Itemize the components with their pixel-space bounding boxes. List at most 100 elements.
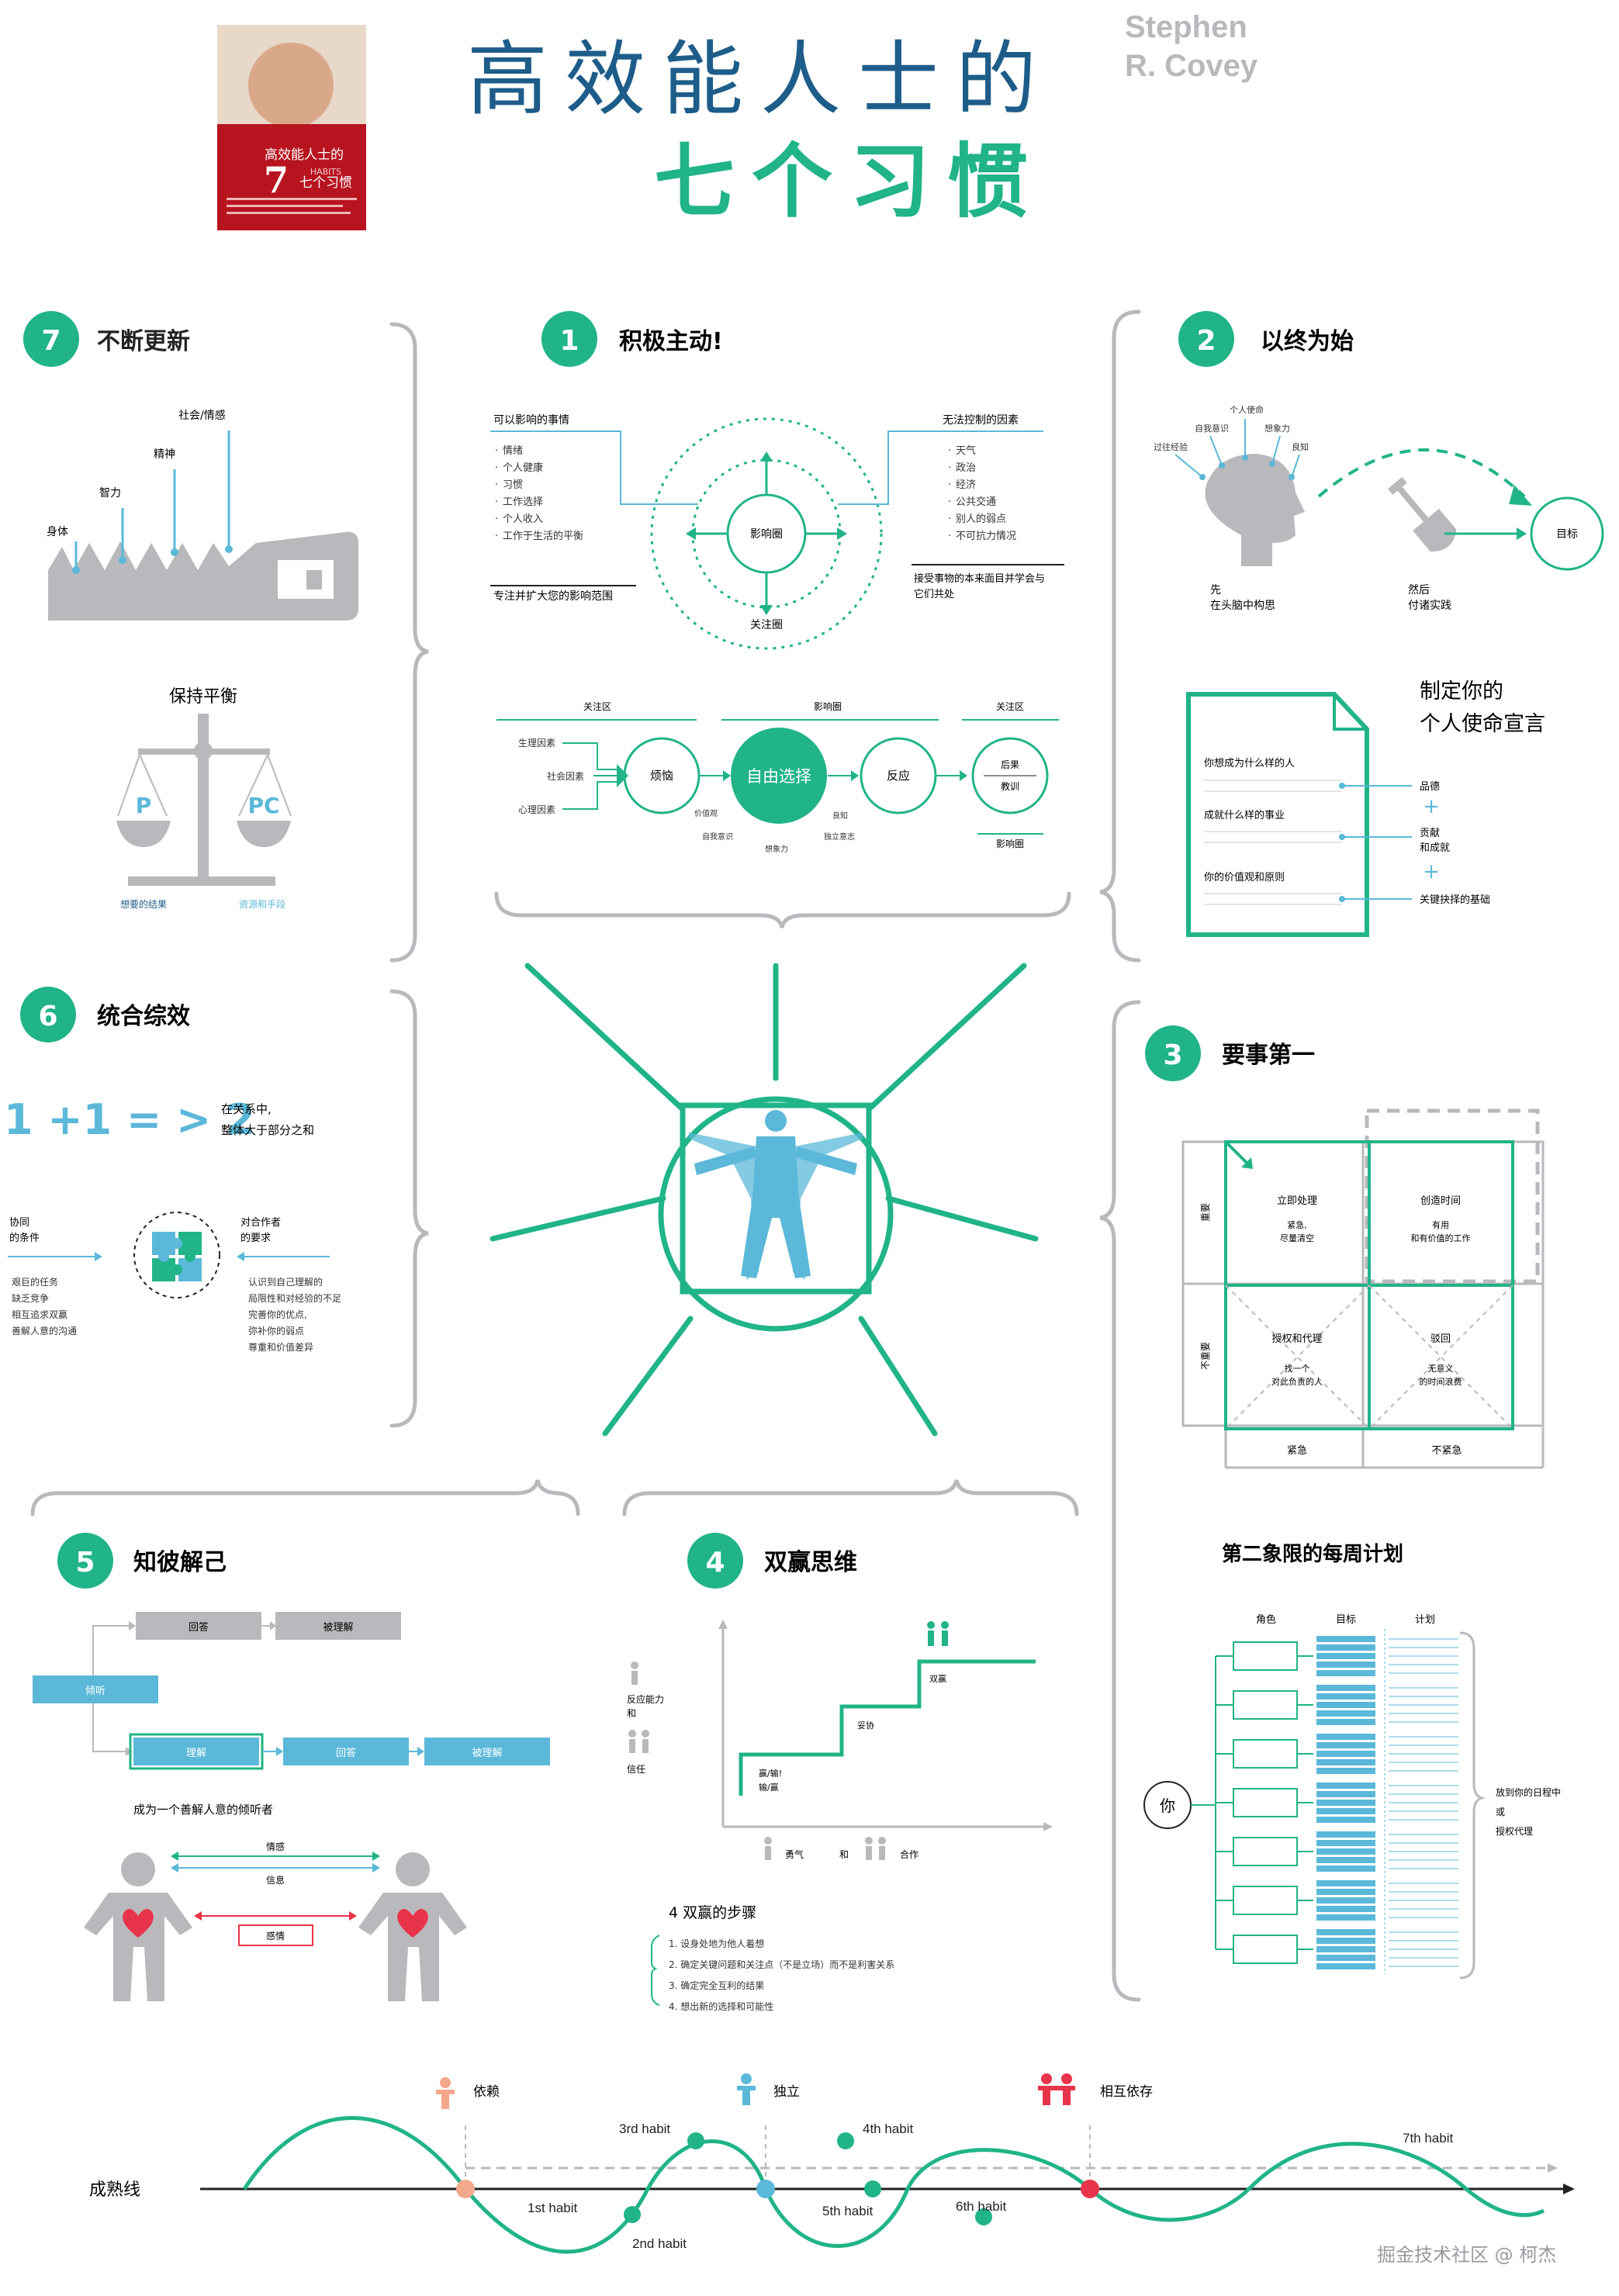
head-label: 自我意识 bbox=[1195, 423, 1229, 434]
answer-box-2: 回答 bbox=[336, 1747, 356, 1759]
plan-goal-bar bbox=[1316, 1808, 1375, 1814]
habit-2-badge bbox=[1178, 311, 1234, 367]
col-label-urgent: 紧急 bbox=[1287, 1445, 1307, 1457]
req-item: 局限性和对经验的不足 bbox=[248, 1292, 341, 1304]
habit-5-title: 知彼解己 bbox=[133, 1549, 227, 1576]
plus-icon: + bbox=[1423, 795, 1440, 818]
plan-goal-bar bbox=[1316, 1897, 1375, 1904]
book-title-b: 七个习惯 bbox=[299, 175, 352, 191]
plus-icon: + bbox=[1423, 860, 1440, 883]
habit-4-badge bbox=[687, 1533, 743, 1589]
you-label: 你 bbox=[1160, 1796, 1175, 1815]
maturity-continuum: 成熟线 依赖 独立 相互依存 1st habit 2nd habit 3rd h… bbox=[89, 2073, 1575, 2266]
author-line-2: R. Covey bbox=[1125, 49, 1258, 83]
head-icon bbox=[1205, 454, 1305, 566]
plan-rows bbox=[1191, 1629, 1458, 1974]
center-figure bbox=[490, 963, 1039, 1437]
habit-4-number: 4 bbox=[705, 1547, 725, 1578]
flow-top-label: 关注区 bbox=[996, 700, 1024, 712]
plan-goal-bar bbox=[1316, 1653, 1375, 1659]
plan-goal-bar bbox=[1316, 1963, 1375, 1969]
svg-text:·: · bbox=[948, 513, 951, 525]
plan-goal-bar bbox=[1316, 1719, 1375, 1725]
then-label: 然后 bbox=[1408, 583, 1430, 596]
steps-title: 4 双赢的步骤 bbox=[669, 1904, 756, 1921]
heart-icon bbox=[397, 1909, 428, 1938]
book-cover: 高效能人士的 7 HABITS 七个习惯 bbox=[217, 25, 366, 230]
title-line-2: 七个习惯 bbox=[654, 134, 1045, 229]
habit-2: 2 以终为始 个人使命 自我意识 想象力 过往经验 良知 目标 先 在头脑中构思… bbox=[1154, 311, 1604, 937]
section-braces bbox=[30, 309, 1141, 2002]
maturity-label: 成熟线 bbox=[89, 2180, 140, 2200]
plan-role-box bbox=[1233, 1788, 1298, 1817]
plan-note: 放到你的日程中 bbox=[1496, 1786, 1561, 1798]
first-label-2: 在头脑中构思 bbox=[1210, 600, 1275, 612]
flow-top-label: 关注区 bbox=[583, 700, 611, 712]
plan-goal-bar bbox=[1316, 1742, 1375, 1748]
habit-3-badge bbox=[1145, 1025, 1201, 1081]
plan-role-box bbox=[1233, 1641, 1298, 1671]
plan-goal-bar bbox=[1316, 1734, 1375, 1740]
habit-3: 3 要事第一 重要 不重要 紧急 不紧急 立即处理 紧急, 尽量清空 创造时间 … bbox=[1143, 1025, 1561, 1980]
habit-5-badge bbox=[57, 1533, 113, 1589]
synergy-equation: 1 +1 = > 2 bbox=[4, 1095, 255, 1144]
habit-5-number: 5 bbox=[75, 1547, 95, 1578]
then-label-2: 付诸实践 bbox=[1408, 600, 1451, 612]
mission-answer: 贡献 bbox=[1420, 828, 1440, 839]
plan-role-box bbox=[1233, 1739, 1298, 1769]
svg-text:·: · bbox=[495, 445, 498, 457]
svg-text:·: · bbox=[948, 531, 951, 542]
habit-7-badge bbox=[23, 311, 79, 367]
habit-6: 6 统合综效 1 +1 = > 2 在关系中, 整体大于部分之和 协同 的条件 … bbox=[4, 987, 341, 1353]
habit-tick: 4th habit bbox=[863, 2121, 913, 2136]
mission-answer: 和成就 bbox=[1420, 842, 1450, 854]
habit-1-title: 积极主动! bbox=[619, 328, 723, 355]
req-item: 弥补你的弱点 bbox=[248, 1325, 304, 1336]
plan-goal-bar bbox=[1316, 1866, 1375, 1872]
habit-7: 7 不断更新 身体 智力 精神 社会/情感 保持平衡 P PC bbox=[23, 311, 358, 910]
choice-tag: 良知 bbox=[832, 811, 848, 821]
svg-text:·: · bbox=[948, 479, 951, 491]
cond-title-2: 的条件 bbox=[9, 1232, 40, 1244]
document-icon bbox=[1186, 692, 1369, 937]
plan-goal-bar bbox=[1316, 1783, 1375, 1789]
plan-col: 角色 bbox=[1256, 1613, 1276, 1626]
mission-title-2: 个人使命宣言 bbox=[1420, 712, 1545, 736]
step-item: 1. 设身处地为他人着想 bbox=[669, 1938, 764, 1949]
choice-tag: 自我意识 bbox=[702, 832, 733, 842]
habit-1: 1 积极主动! 影响圈 关注圈 可以影响的事情 情绪 个人健康 习惯 工作选择 … bbox=[490, 311, 1064, 854]
plan-role-box bbox=[1233, 1935, 1298, 1964]
stage-dependence-icon bbox=[436, 2077, 455, 2109]
x-label: 合作 bbox=[900, 1848, 918, 1860]
step-label: 输/赢 bbox=[759, 1782, 779, 1793]
cond-title-1: 协同 bbox=[9, 1217, 29, 1229]
habit-tick: 6th habit bbox=[956, 2199, 1006, 2214]
inner-circle-label: 影响圈 bbox=[750, 528, 783, 541]
stage-label: 独立 bbox=[773, 2084, 800, 2100]
result-2: 教训 bbox=[1001, 780, 1019, 792]
q4-title: 驳回 bbox=[1430, 1333, 1451, 1345]
influence-item: 个人收入 bbox=[503, 513, 543, 525]
habit-4: 4 双赢思维 赢/输! 输/赢 妥协 双赢 反应能力 和 信任 勇气 和 合作 … bbox=[627, 1533, 1053, 2012]
step-label: 双赢 bbox=[929, 1673, 946, 1684]
influence-note: 专注并扩大您的影响范围 bbox=[493, 590, 613, 603]
influence-item: 工作于生活的平衡 bbox=[503, 530, 583, 542]
habit-7-number: 7 bbox=[41, 325, 61, 357]
plan-goal-bar bbox=[1316, 1710, 1375, 1717]
y-label: 信任 bbox=[627, 1764, 645, 1775]
plan-role-box bbox=[1233, 1690, 1298, 1720]
plan-col: 计划 bbox=[1415, 1614, 1435, 1626]
q2-title: 创造时间 bbox=[1420, 1195, 1461, 1207]
habit-6-badge bbox=[20, 987, 76, 1043]
q1-sub: 紧急, bbox=[1287, 1219, 1307, 1230]
y-label: 反应能力 bbox=[627, 1693, 664, 1705]
plan-goal-bar bbox=[1316, 1848, 1375, 1855]
habit-tick: 7th habit bbox=[1403, 2131, 1453, 2146]
plan-goal-bar bbox=[1316, 1685, 1375, 1691]
choice-tag: 想象力 bbox=[765, 844, 788, 854]
plan-col: 目标 bbox=[1336, 1614, 1356, 1626]
plan-goal-bar bbox=[1316, 1906, 1375, 1912]
habit-2-title: 以终为始 bbox=[1261, 328, 1354, 355]
plan-role-box bbox=[1233, 1886, 1298, 1915]
outside-note-1: 接受事物的本来面目并学会与 bbox=[914, 572, 1045, 585]
